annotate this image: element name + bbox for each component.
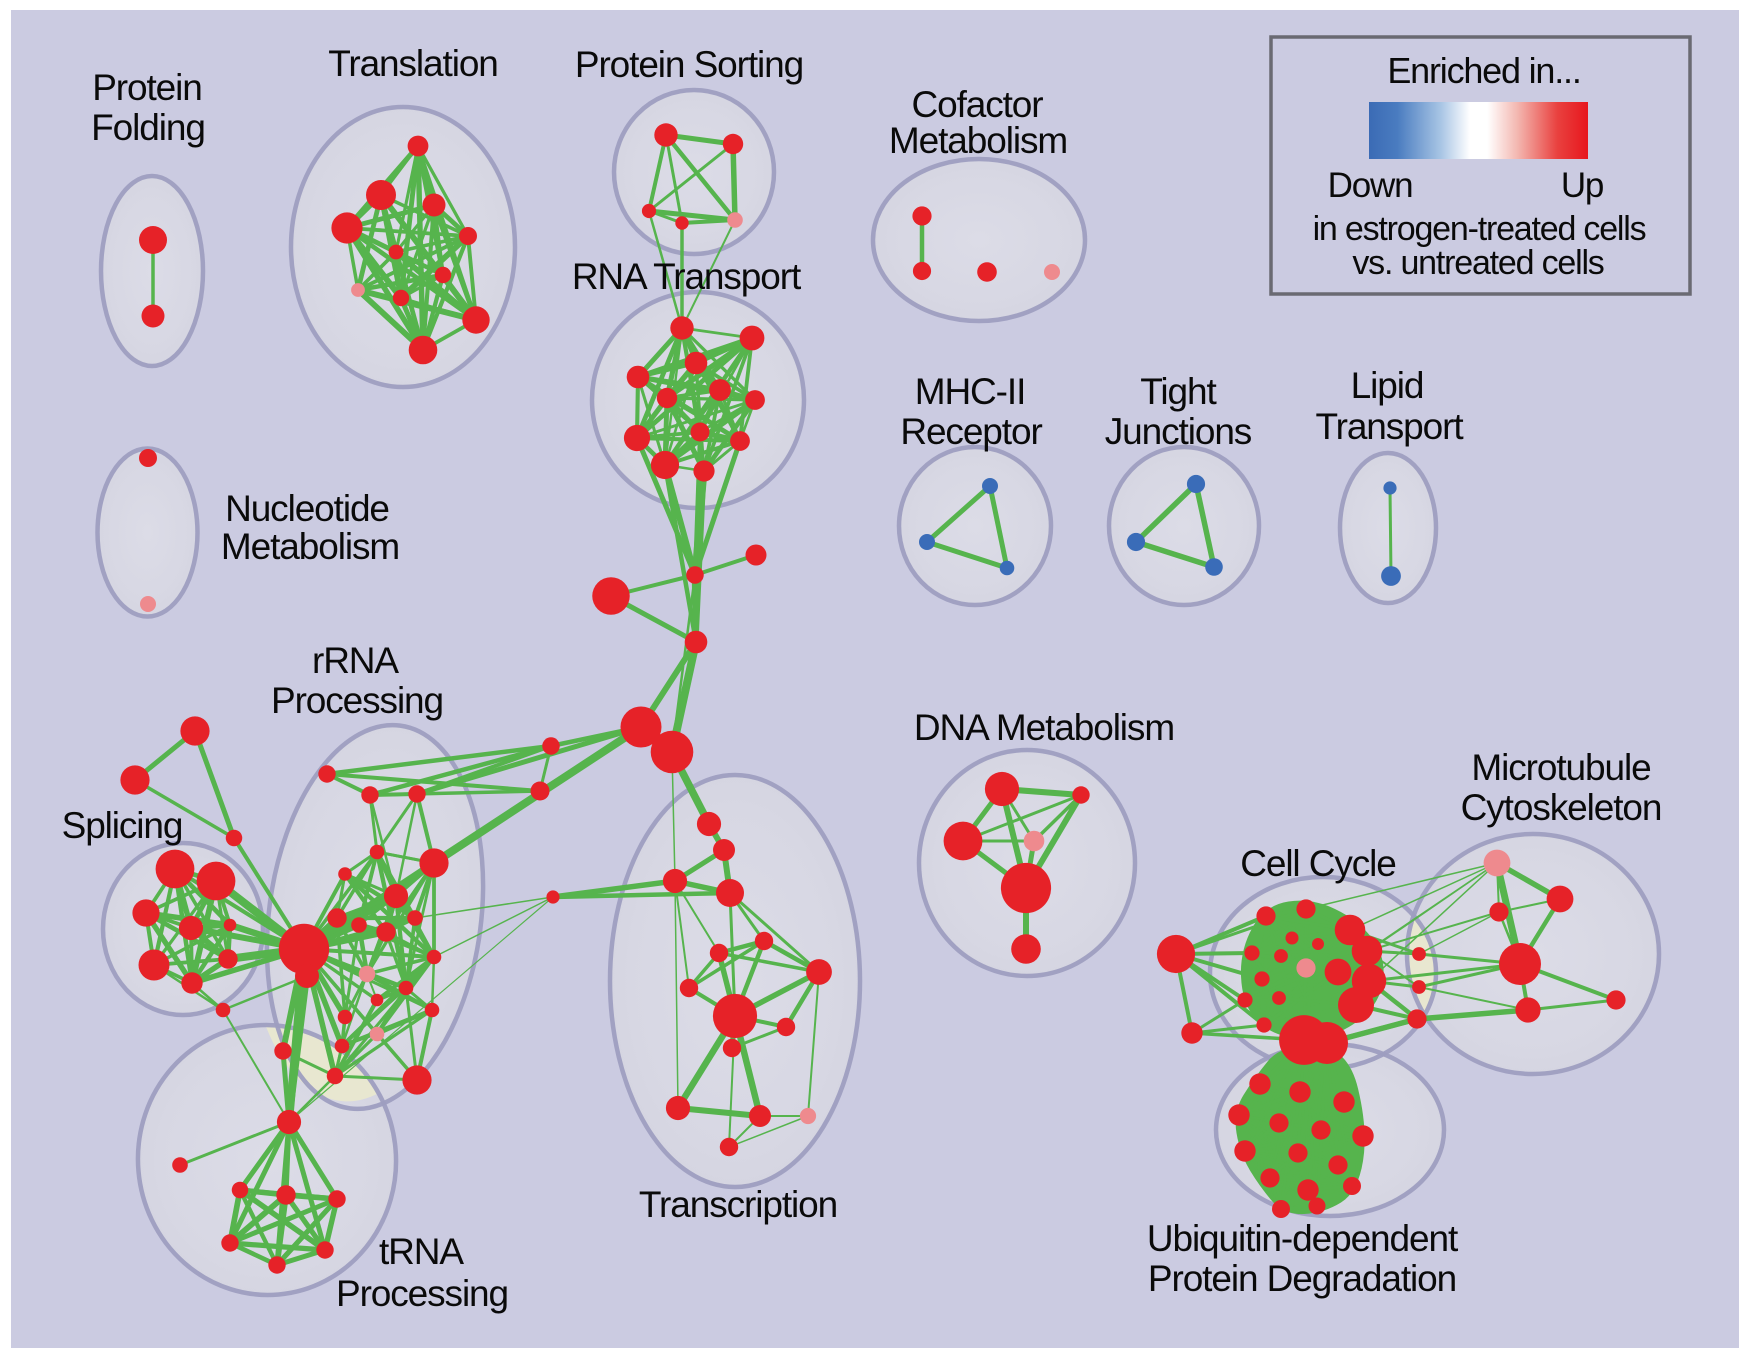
- svg-text:Lipid: Lipid: [1351, 365, 1424, 406]
- svg-text:Metabolism: Metabolism: [889, 120, 1067, 161]
- svg-text:Protein: Protein: [92, 67, 202, 108]
- svg-text:Processing: Processing: [271, 680, 443, 721]
- svg-text:Translation: Translation: [328, 43, 498, 84]
- svg-text:Ubiquitin-dependent: Ubiquitin-dependent: [1147, 1218, 1459, 1259]
- svg-text:MHC-II: MHC-II: [915, 371, 1026, 412]
- svg-text:Processing: Processing: [336, 1273, 508, 1314]
- svg-text:Nucleotide: Nucleotide: [225, 488, 389, 529]
- svg-text:Protein Sorting: Protein Sorting: [575, 44, 803, 85]
- svg-text:Enriched in...: Enriched in...: [1387, 50, 1580, 91]
- svg-text:Microtubule: Microtubule: [1471, 747, 1650, 788]
- svg-text:Metabolism: Metabolism: [221, 526, 399, 567]
- svg-text:Transport: Transport: [1315, 406, 1464, 447]
- svg-text:Protein Degradation: Protein Degradation: [1148, 1258, 1456, 1299]
- svg-text:DNA Metabolism: DNA Metabolism: [914, 707, 1174, 748]
- svg-text:Cell Cycle: Cell Cycle: [1240, 843, 1396, 884]
- svg-text:Up: Up: [1561, 166, 1603, 205]
- svg-text:Down: Down: [1328, 166, 1413, 205]
- svg-text:Junctions: Junctions: [1105, 411, 1252, 452]
- svg-text:Receptor: Receptor: [900, 411, 1042, 452]
- svg-text:in estrogen-treated cells: in estrogen-treated cells: [1313, 210, 1646, 248]
- svg-text:Tight: Tight: [1140, 371, 1217, 412]
- svg-text:Splicing: Splicing: [62, 805, 183, 846]
- svg-text:Folding: Folding: [91, 107, 205, 148]
- svg-text:tRNA: tRNA: [379, 1231, 464, 1272]
- svg-text:Cytoskeleton: Cytoskeleton: [1461, 787, 1662, 828]
- svg-text:rRNA: rRNA: [312, 640, 399, 681]
- svg-text:vs. untreated cells: vs. untreated cells: [1352, 244, 1603, 282]
- svg-text:RNA Transport: RNA Transport: [572, 256, 802, 297]
- svg-text:Transcription: Transcription: [639, 1184, 837, 1225]
- svg-text:Cofactor: Cofactor: [911, 84, 1043, 125]
